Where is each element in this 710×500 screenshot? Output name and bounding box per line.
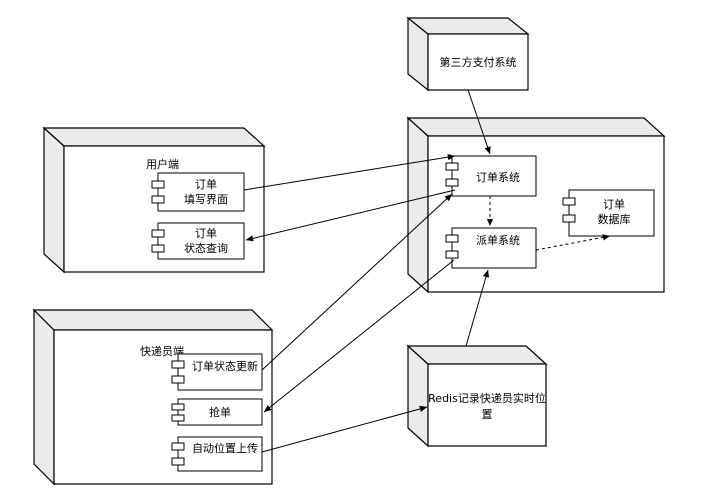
order-db-component[interactable]: 订单 数据库 [562, 189, 655, 237]
order-db-line1: 订单 [603, 198, 625, 211]
edge-ordersystem-to-statusquery [245, 189, 456, 242]
component-port-icon [171, 360, 185, 369]
order-system-component[interactable]: 订单系统 [445, 155, 537, 197]
location-upload-component[interactable]: 自动位置上传 [171, 436, 263, 472]
status-update-label: 订单状态更新 [192, 359, 258, 373]
courier-client-label: 快递员端 [140, 344, 184, 358]
component-port-icon [151, 195, 165, 204]
grab-order-label: 抢单 [209, 405, 231, 419]
order-db-line2: 数据库 [598, 212, 631, 226]
redis-label-line2: 置 [482, 408, 493, 421]
component-port-icon [562, 214, 576, 223]
component-port-icon [151, 229, 165, 238]
order-fill-component[interactable]: 订单 填写界面 [151, 172, 245, 212]
component-port-icon [171, 403, 185, 411]
component-port-icon [445, 178, 459, 187]
edge-dispatch-to-orderdb [535, 234, 611, 251]
component-port-icon [445, 234, 459, 243]
component-port-icon [445, 162, 459, 171]
edge-dispatch-to-graborder [263, 259, 455, 413]
dispatch-system-label: 派单系统 [476, 234, 520, 247]
payment-system-label: 第三方支付系统 [440, 55, 517, 69]
edge-redis-to-dispatch [465, 269, 490, 347]
location-upload-label: 自动位置上传 [192, 441, 258, 455]
redis-node[interactable]: Redis记录快递员实时位 置 [406, 344, 548, 448]
status-update-component[interactable]: 订单状态更新 [171, 353, 263, 391]
component-port-icon [445, 250, 459, 259]
component-port-icon [171, 442, 185, 451]
edge-payment-to-ordersystem [467, 89, 491, 155]
component-port-icon [171, 414, 185, 422]
payment-system-node[interactable]: 第三方支付系统 [406, 16, 530, 92]
grab-order-component[interactable]: 抢单 [171, 398, 263, 426]
component-port-icon [151, 244, 165, 253]
status-query-line2: 状态查询 [184, 241, 228, 255]
component-port-icon [562, 197, 576, 206]
component-port-icon [171, 457, 185, 466]
status-query-line1: 订单 [195, 227, 217, 240]
status-query-component[interactable]: 订单 状态查询 [151, 222, 245, 260]
order-fill-line1: 订单 [195, 178, 217, 191]
edge-locationupload-to-redis [261, 405, 428, 453]
component-port-icon [151, 180, 165, 189]
dispatch-system-component[interactable]: 派单系统 [445, 227, 537, 269]
redis-label-line1: Redis记录快递员实时位 [428, 391, 546, 405]
user-client-label: 用户端 [146, 157, 179, 171]
component-port-icon [171, 375, 185, 384]
order-fill-line2: 填写界面 [184, 192, 228, 206]
edge-orderfill-to-ordersystem [243, 153, 456, 191]
order-system-label: 订单系统 [476, 171, 520, 184]
edge-statusupdate-to-ordersystem [261, 193, 453, 371]
